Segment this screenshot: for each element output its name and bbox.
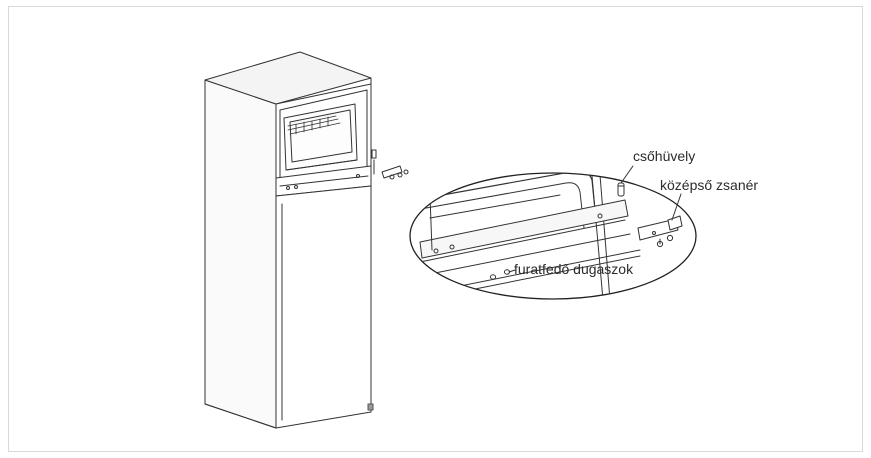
sleeve-part — [617, 182, 625, 197]
hinge-detail-ellipse — [409, 172, 697, 300]
hole-plugs-label: furatfedő dugaszok — [514, 261, 634, 277]
hinge-parts-exploded — [371, 149, 409, 180]
leader-lines — [508, 165, 682, 273]
middle-hinge-label: középső zsanér — [660, 177, 759, 193]
middle-hinge-part — [637, 215, 683, 248]
refrigerator-illustration — [204, 51, 409, 429]
sleeve-label: csőhüvely — [633, 148, 696, 164]
